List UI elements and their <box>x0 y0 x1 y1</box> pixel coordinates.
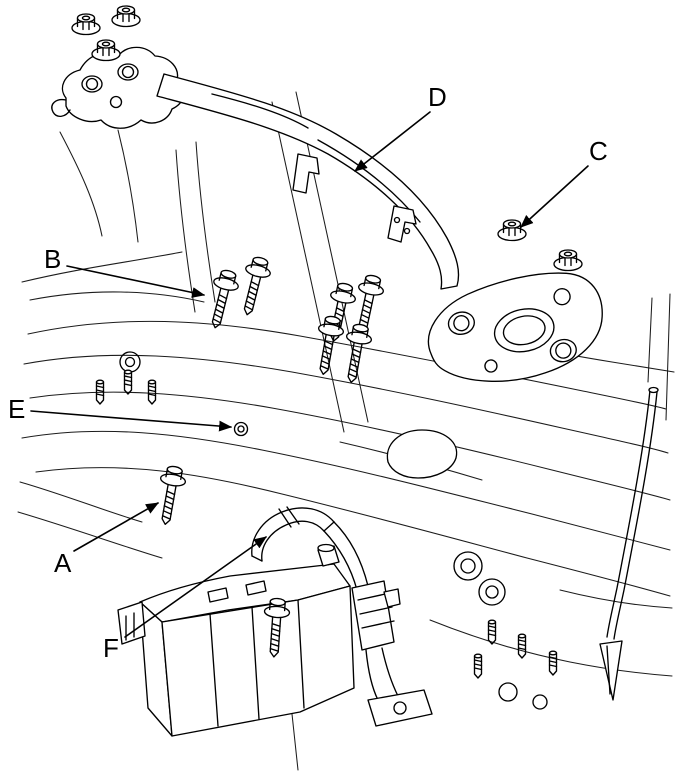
callout-arrow-d <box>354 111 431 172</box>
callout-label-f: F <box>103 633 119 663</box>
callout-label-b: B <box>44 244 61 274</box>
strut-brace-bar <box>156 73 460 290</box>
stud <box>147 379 157 405</box>
callout-labels: A B C D E F <box>8 82 608 663</box>
callout-label-e: E <box>8 394 25 424</box>
grommets <box>453 551 506 606</box>
flange-nut <box>553 249 583 272</box>
hose-and-connector <box>251 506 433 727</box>
stud <box>517 633 527 659</box>
right-tower-plate <box>427 219 603 382</box>
left-tower-plate <box>51 5 185 129</box>
callout-arrow-e <box>30 410 233 432</box>
brace-bracket <box>387 205 417 243</box>
brace-bracket <box>292 153 320 194</box>
flange-bolt <box>202 267 243 332</box>
flange-nut <box>497 219 527 242</box>
stud <box>123 369 133 395</box>
support-rod <box>599 386 659 701</box>
callout-arrow-a <box>73 502 159 552</box>
callout-arrow-b <box>66 265 206 298</box>
stud <box>473 653 483 679</box>
reservoir-box <box>117 543 355 737</box>
mounting-bolts <box>202 254 387 386</box>
bottom-right-hardware <box>473 619 558 710</box>
callout-label-c: C <box>589 136 608 166</box>
small-screw <box>233 421 249 437</box>
flange-nut <box>111 5 141 28</box>
flange-bolt <box>234 254 275 319</box>
callout-label-d: D <box>428 82 447 112</box>
cowl-studs <box>95 351 157 405</box>
callout-arrows <box>30 111 589 638</box>
callout-arrow-c <box>520 165 589 228</box>
flange-bolt <box>310 313 347 378</box>
panel-opening <box>386 429 458 479</box>
callout-arrow-f <box>124 536 267 638</box>
flange-nut <box>71 13 101 36</box>
callout-label-a: A <box>54 548 72 578</box>
stud <box>548 650 558 676</box>
flange-nut <box>91 39 121 62</box>
stud <box>487 619 497 645</box>
flange-bolt <box>338 321 375 386</box>
